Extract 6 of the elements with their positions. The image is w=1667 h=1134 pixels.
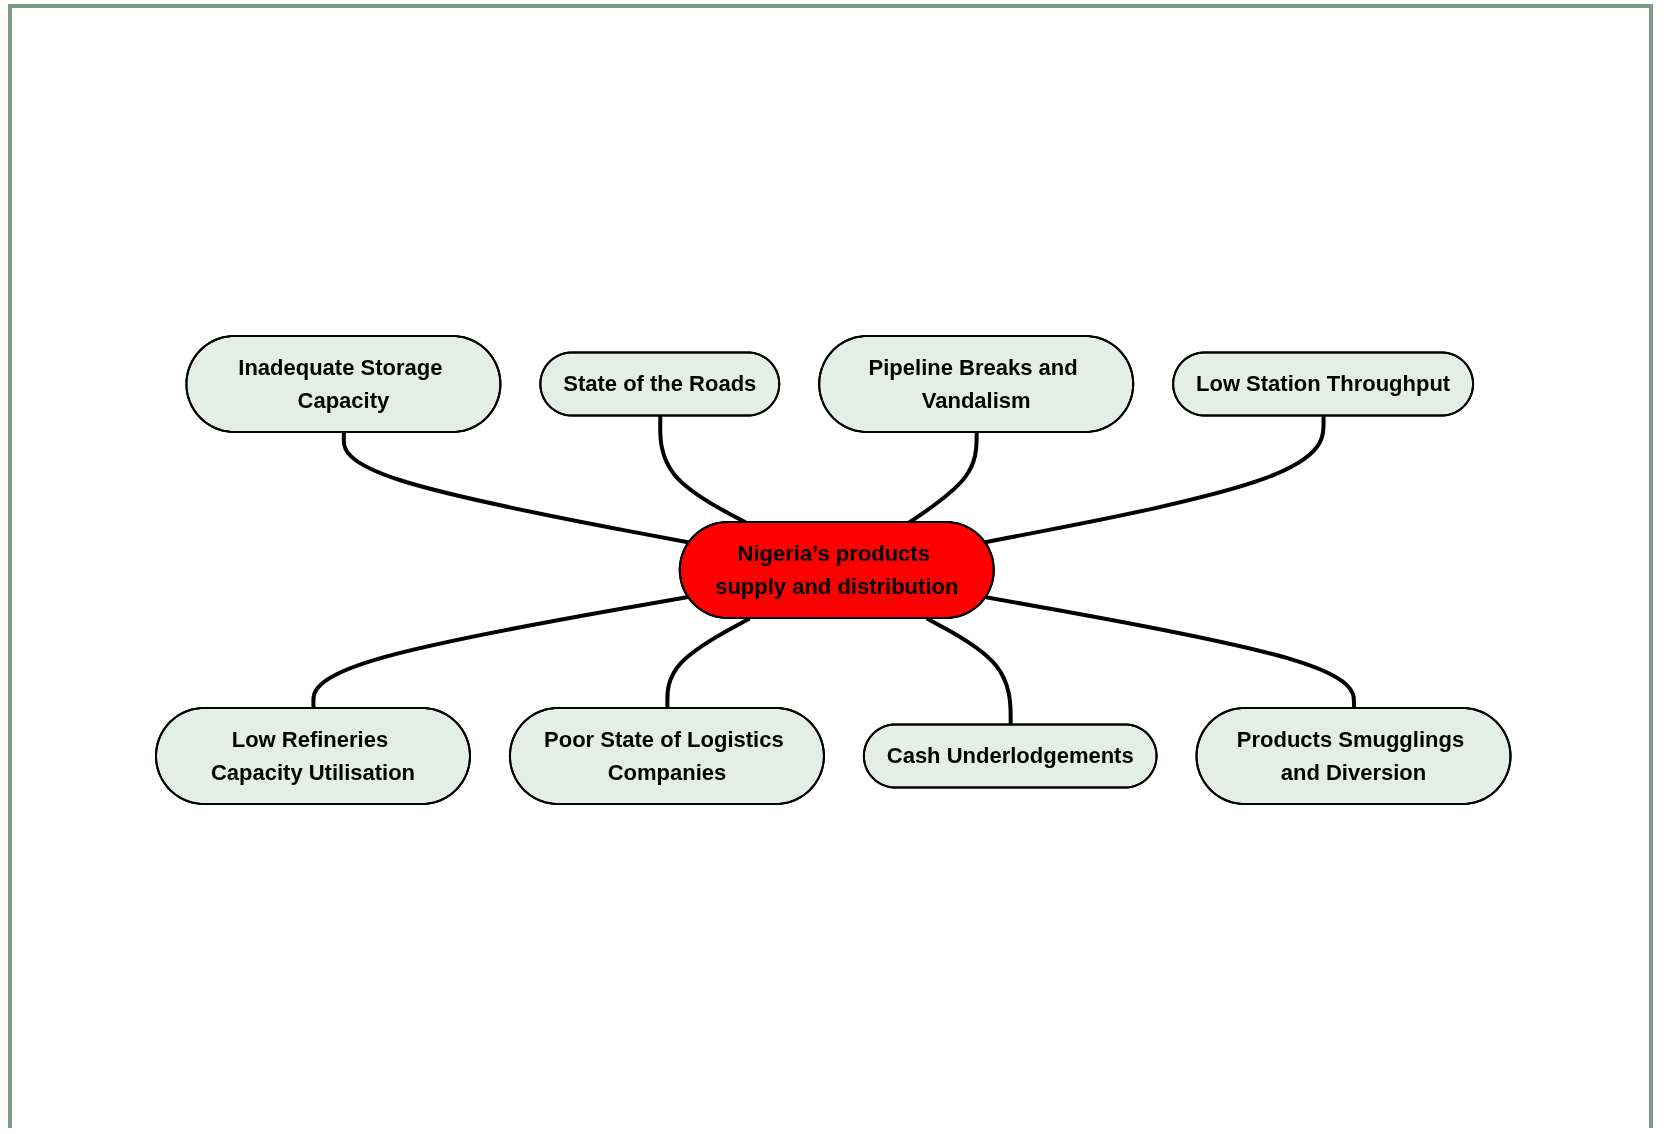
connector (926, 616, 1013, 725)
connector (311, 595, 689, 709)
connector (342, 432, 690, 545)
connector (665, 616, 751, 709)
connector (984, 416, 1326, 545)
connector (985, 595, 1357, 709)
